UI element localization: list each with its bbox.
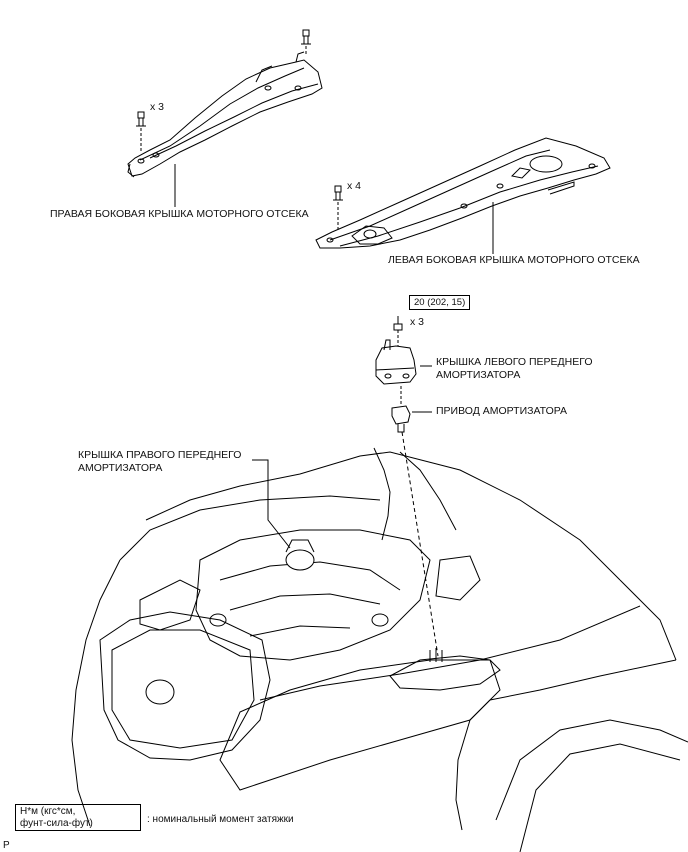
label-line: КРЫШКА ЛЕВОГО ПЕРЕДНЕГО: [436, 356, 593, 368]
legend-line: фунт-сила-фут): [20, 818, 93, 829]
nut-quantity: x 3: [410, 316, 425, 328]
label-shock-actuator: ПРИВОД АМОРТИЗАТОРА: [436, 405, 568, 417]
nut-icon: [393, 316, 403, 346]
vehicle-engine-bay: [71, 447, 688, 852]
label-left-front-shock-cover: КРЫШКА ЛЕВОГО ПЕРЕДНЕГО АМОРТИЗАТОРА: [436, 356, 593, 382]
torque-spec-box: 20 (202, 15): [409, 295, 471, 310]
label-line: АМОРТИЗАТОРА: [436, 369, 521, 381]
clip-icon: [333, 185, 343, 232]
shock-actuator-icon: [391, 386, 411, 433]
legend-description: : номинальный момент затяжки: [147, 814, 294, 825]
clip-quantity-left: x 4: [347, 180, 362, 192]
clip-quantity-right: x 3: [150, 101, 165, 113]
label-left-engine-side-cover: ЛЕВАЯ БОКОВАЯ КРЫШКА МОТОРНОГО ОТСЕКА: [388, 254, 640, 266]
left-engine-side-cover: [315, 137, 611, 249]
install-direction-line: [401, 431, 439, 657]
page-mark: P: [3, 840, 10, 851]
label-right-front-shock-cover: КРЫШКА ПРАВОГО ПЕРЕДНЕГО АМОРТИЗАТОРА: [78, 449, 241, 475]
label-right-engine-side-cover: ПРАВАЯ БОКОВАЯ КРЫШКА МОТОРНОГО ОТСЕКА: [50, 208, 309, 220]
legend-line: Н*м (кгс*см,: [20, 806, 76, 817]
clip-icon: [136, 29, 311, 152]
label-line: АМОРТИЗАТОРА: [78, 462, 163, 474]
left-shock-cover-icon: [375, 339, 417, 385]
right-engine-side-cover: [127, 51, 323, 178]
legend-torque-unit-box: Н*м (кгс*см, фунт-сила-фут): [15, 804, 141, 831]
label-line: КРЫШКА ПРАВОГО ПЕРЕДНЕГО: [78, 449, 242, 461]
